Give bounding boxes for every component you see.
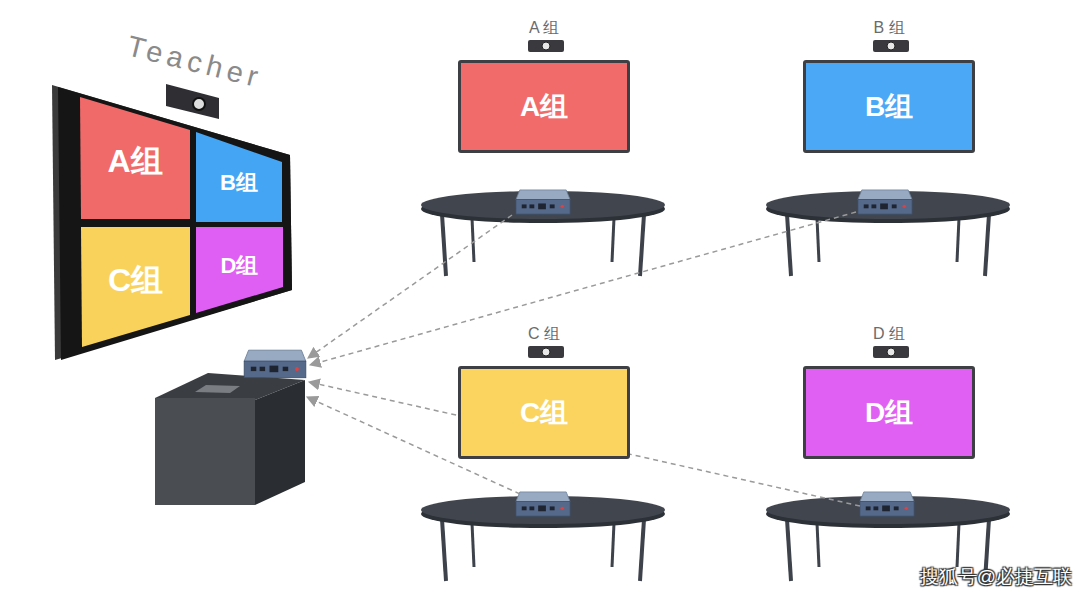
- screen-quadrant: B组: [196, 132, 282, 222]
- display-frame: [58, 87, 292, 360]
- group-screen: D 组D组: [803, 366, 975, 459]
- screen-quadrant: C组: [81, 227, 190, 347]
- teacher-podium: [155, 373, 305, 505]
- group-heading: D 组: [806, 325, 972, 343]
- group-screen: B 组B组: [803, 60, 975, 153]
- quadrant-fill: [81, 227, 190, 347]
- display-title: Teacher: [124, 29, 266, 93]
- teacher-display: TeacherA组B组C组D组: [52, 85, 292, 360]
- screen-quadrant: D组: [196, 227, 283, 313]
- teacher-camera: [166, 84, 219, 119]
- group-name: C组: [461, 397, 627, 428]
- group-screen: C 组C组: [458, 366, 630, 459]
- watermark: 搜狐号@必捷互联: [920, 564, 1072, 590]
- quadrant-fill: [196, 132, 282, 222]
- group-heading: C 组: [461, 325, 627, 343]
- screen-quadrant: A组: [80, 97, 190, 219]
- group-name: D组: [806, 397, 972, 428]
- group-name: B组: [806, 91, 972, 122]
- group-heading: B 组: [806, 19, 972, 37]
- group-heading: A 组: [461, 19, 627, 37]
- group-name: C组: [81, 263, 190, 298]
- group-name: A组: [80, 144, 190, 179]
- display-edge: [52, 85, 292, 360]
- group-tables: [421, 191, 1010, 581]
- group-name: B组: [196, 171, 282, 195]
- wireless-links: [307, 212, 860, 506]
- box-devices: [244, 190, 914, 516]
- group-name: A组: [461, 91, 627, 122]
- group-name: D组: [196, 254, 283, 278]
- quadrant-fill: [80, 97, 190, 219]
- group-screen: A 组A组: [458, 60, 630, 153]
- quadrant-fill: [196, 227, 283, 313]
